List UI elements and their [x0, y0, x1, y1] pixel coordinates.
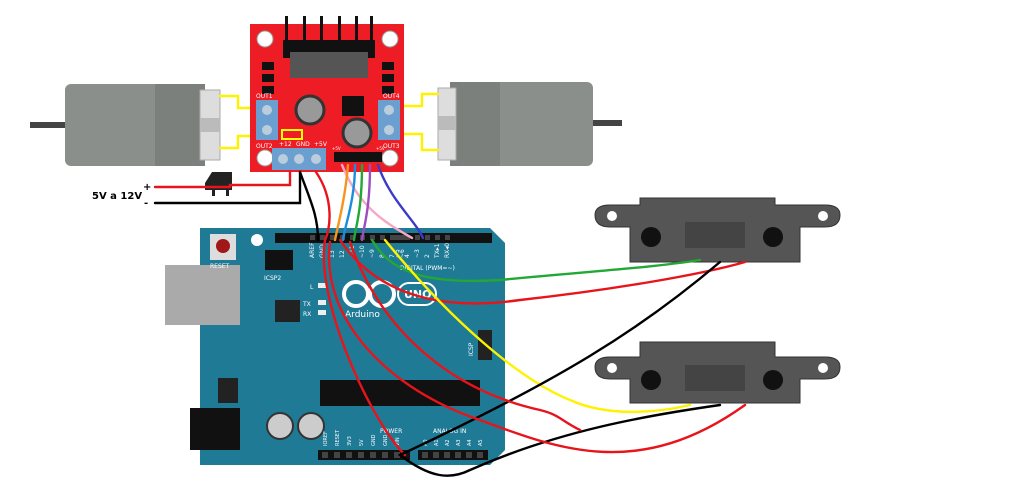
power-pin-label: VIN	[395, 437, 401, 446]
digital-pin-label: 2	[424, 254, 431, 258]
label-logic-5v: +5V	[332, 146, 341, 151]
power-pin-label: GND	[383, 434, 389, 446]
led-tx-label: TX	[302, 301, 311, 308]
supply-minus: -	[144, 198, 148, 209]
digital-pin[interactable]	[330, 235, 335, 240]
power-pin[interactable]	[346, 452, 352, 458]
led-l-label: L	[310, 284, 314, 291]
logo-text: Arduino	[345, 310, 380, 320]
power-pin[interactable]	[382, 452, 388, 458]
ir-sensor-bottom	[594, 341, 841, 404]
digital-pin[interactable]	[310, 235, 315, 240]
label-5v: +5V	[314, 141, 328, 148]
digital-pin-label: TX▸1	[434, 243, 441, 259]
power-pin-label: IOREF	[323, 431, 329, 446]
led-rx-label: RX	[303, 311, 311, 318]
digital-pin-label: GND	[319, 244, 326, 258]
digital-pin[interactable]	[445, 235, 450, 240]
digital-pin-label: 4	[404, 254, 411, 258]
analog-pin[interactable]	[466, 452, 472, 458]
digital-pin[interactable]	[380, 235, 385, 240]
reset-label: RESET	[210, 263, 230, 270]
power-pin[interactable]	[322, 452, 328, 458]
analog-pin[interactable]	[444, 452, 450, 458]
motor-left	[30, 84, 221, 166]
power-pin[interactable]	[394, 452, 400, 458]
digital-pin-label: ~10	[359, 245, 366, 258]
digital-pin[interactable]	[425, 235, 430, 240]
l298n-driver: OUT1 OUT2 OUT3 OUT4 +12 GND +5V +5V +5V	[250, 16, 404, 172]
digital-pin[interactable]	[415, 235, 420, 240]
label-gnd: GND	[296, 141, 310, 148]
motor-right	[437, 82, 622, 166]
label-logic-5v: +5V	[376, 146, 385, 151]
analog-pin[interactable]	[477, 452, 483, 458]
power-pin[interactable]	[334, 452, 340, 458]
digital-pin[interactable]	[370, 235, 375, 240]
motor-right-wires	[396, 92, 440, 152]
label-out2: OUT2	[256, 143, 273, 150]
digital-pin-label: ~3	[414, 249, 421, 258]
label-out3: OUT3	[383, 143, 400, 150]
power-pin-label: 3V3	[347, 436, 353, 446]
digital-pin[interactable]	[405, 235, 410, 240]
icsp2-label: ICSP2	[264, 275, 281, 282]
digital-pin[interactable]	[390, 235, 395, 240]
analog-pin[interactable]	[433, 452, 439, 458]
analog-pin-label: A3	[456, 439, 462, 446]
power-pin[interactable]	[370, 452, 376, 458]
digital-pin-label: RX◂0	[444, 243, 451, 258]
power-pin-label: GND	[371, 434, 377, 446]
label-12v: +12	[279, 141, 292, 148]
icsp-label: ICSP	[468, 342, 475, 356]
label-out4: OUT4	[383, 93, 400, 100]
digital-pin-label: ~9	[369, 249, 376, 258]
digital-pin-label: 7	[389, 254, 396, 258]
label-out1: OUT1	[256, 93, 273, 100]
analog-pin-label: A2	[445, 439, 451, 446]
power-label: POWER	[380, 428, 402, 435]
digital-pin-label: AREF	[309, 242, 316, 258]
analog-pin-label: A4	[467, 439, 473, 446]
supply-voltage-label: 5V a 12V	[92, 191, 142, 202]
ir-sensor-top	[594, 197, 841, 263]
power-switch[interactable]	[205, 172, 232, 196]
digital-pin[interactable]	[435, 235, 440, 240]
power-pin-label: RESET	[335, 429, 341, 446]
supply-plus: +	[143, 182, 151, 193]
analog-pin[interactable]	[422, 452, 428, 458]
wires	[153, 163, 747, 477]
digital-pin-label: 13	[329, 250, 336, 258]
analog-pin-label: A5	[478, 439, 484, 446]
digital-header-right	[395, 233, 492, 243]
digital-pin[interactable]	[400, 235, 405, 240]
digital-pin-label: ~6	[399, 249, 406, 258]
digital-header-label: DIGITAL (PWM=~)	[400, 265, 455, 272]
digital-pin-label: 8	[379, 254, 386, 258]
digital-pin[interactable]	[320, 235, 325, 240]
analog-pin-label: A1	[434, 439, 440, 446]
power-pin-label: 5V	[359, 439, 365, 446]
digital-pin[interactable]	[350, 235, 355, 240]
digital-pin-label: 12	[339, 250, 346, 258]
analog-pin[interactable]	[455, 452, 461, 458]
power-pin[interactable]	[358, 452, 364, 458]
digital-pin[interactable]	[395, 235, 400, 240]
